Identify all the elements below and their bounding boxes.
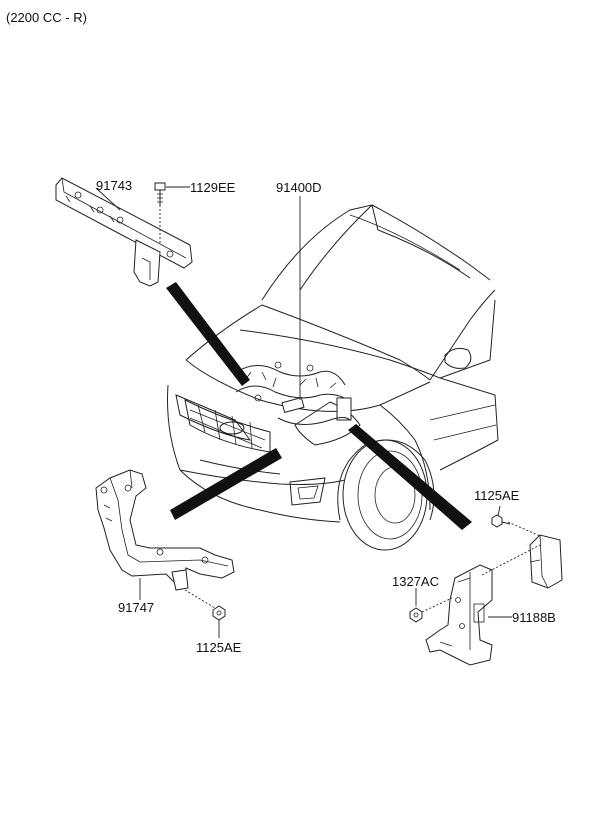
part-91747-bracket [95,469,235,591]
label-1129EE: 1129EE [190,180,236,195]
callout-band-top-left [166,282,250,386]
part-91188B-bracket [425,534,563,666]
callout-band-right [348,424,472,530]
label-91743: 91743 [96,178,132,193]
part-1125AE-left-nut [212,605,226,621]
label-91747: 91747 [118,600,154,615]
part-91743-rail [55,177,193,287]
label-91400D: 91400D [276,180,322,195]
vehicle-front-illustration [167,204,499,551]
label-1125AE-left: 1125AE [196,640,242,655]
label-1125AE-right: 1125AE [474,488,520,503]
part-1327AC-nut [409,607,423,623]
callout-band-left [170,448,282,520]
label-1327AC: 1327AC [392,574,439,589]
variant-label: (2200 CC - R) [6,10,87,25]
part-1129EE-bolt [154,182,166,205]
label-91188B: 91188B [512,610,556,625]
wiring-harness-drawing [235,361,352,425]
part-1125AE-right-bolt [491,514,511,528]
